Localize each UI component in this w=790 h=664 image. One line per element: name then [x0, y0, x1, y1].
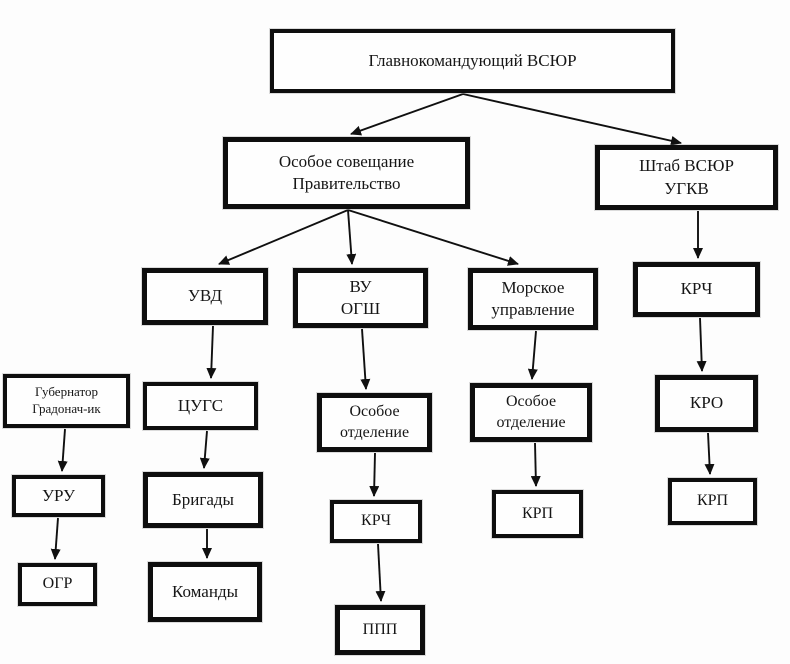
- node-governor: Губернатор Градонач-ик: [3, 374, 130, 428]
- arrow-vu-ogsh-to-special-dept: [360, 328, 371, 390]
- arrow-council-to-vu-ogsh: [346, 209, 357, 265]
- node-special-council: Особое совещание Правительство: [223, 137, 470, 209]
- node-label: КРЧ: [680, 279, 713, 299]
- node-teams: Команды: [148, 562, 262, 622]
- node-label: Главнокомандующий ВСЮР: [368, 50, 577, 70]
- node-label: Губернатор Градонач-ик: [32, 384, 101, 416]
- arrow-uvd-to-tsugs: [206, 325, 217, 379]
- node-label: ВУ ОГШ: [340, 276, 381, 318]
- node-staff: Штаб ВСЮР УГКВ: [595, 145, 778, 210]
- node-label: Особое отделение: [339, 402, 410, 441]
- arrow-commander-to-staff: [462, 93, 682, 146]
- node-ogr: ОГР: [18, 563, 97, 606]
- node-special-dept-naval: Особое отделение: [470, 383, 592, 442]
- node-krch-staff: КРЧ: [633, 262, 760, 317]
- node-label: КРО: [689, 393, 724, 413]
- node-commander: Главнокомандующий ВСЮР: [270, 29, 675, 93]
- node-label: Морское управление: [491, 277, 575, 319]
- node-label: КРП: [696, 492, 729, 510]
- arrow-krch-to-kro: [696, 317, 707, 372]
- arrow-naval-to-special-dept: [527, 330, 538, 380]
- node-uvd: УВД: [142, 268, 268, 325]
- arrow-special-dept-to-krch: [369, 452, 380, 497]
- arrow-uru-to-ogr: [50, 517, 61, 560]
- node-krch-ogsh: КРЧ: [330, 500, 422, 543]
- arrow-tsugs-to-brigades: [199, 430, 210, 469]
- node-label: Команды: [171, 581, 239, 601]
- node-special-dept-ogsh: Особое отделение: [317, 393, 432, 452]
- node-brigades: Бригады: [143, 472, 263, 528]
- node-label: УВД: [187, 286, 223, 306]
- arrow-council-to-naval: [347, 209, 519, 266]
- arrow-governor-to-uru: [57, 428, 68, 472]
- arrow-council-to-uvd: [218, 209, 349, 265]
- node-label: Бригады: [172, 489, 234, 509]
- arrow-kro-to-krp: [704, 432, 715, 475]
- node-label: ППП: [362, 620, 398, 638]
- arrow-krch-to-ppp: [375, 543, 386, 602]
- node-vu-ogsh: ВУ ОГШ: [293, 268, 428, 328]
- node-krp-staff: КРП: [668, 478, 757, 525]
- node-label: ОГР: [42, 575, 73, 593]
- node-label: КРП: [521, 504, 554, 522]
- node-naval-directorate: Морское управление: [468, 268, 598, 330]
- node-ppp: ППП: [335, 605, 425, 655]
- node-tsugs: ЦУГС: [143, 382, 258, 430]
- node-uru: УРУ: [12, 475, 105, 517]
- node-label: ЦУГС: [177, 395, 224, 415]
- arrow-commander-to-special-council: [350, 93, 464, 136]
- node-krp-naval: КРП: [492, 490, 583, 538]
- node-label: Особое отделение: [496, 392, 566, 431]
- node-label: Особое совещание Правительство: [278, 151, 415, 193]
- node-label: КРЧ: [361, 512, 391, 530]
- node-kro: КРО: [655, 375, 758, 432]
- node-label: УРУ: [41, 485, 76, 505]
- arrow-special-dept-to-krp: [530, 442, 541, 487]
- node-label: Штаб ВСЮР УГКВ: [639, 156, 734, 198]
